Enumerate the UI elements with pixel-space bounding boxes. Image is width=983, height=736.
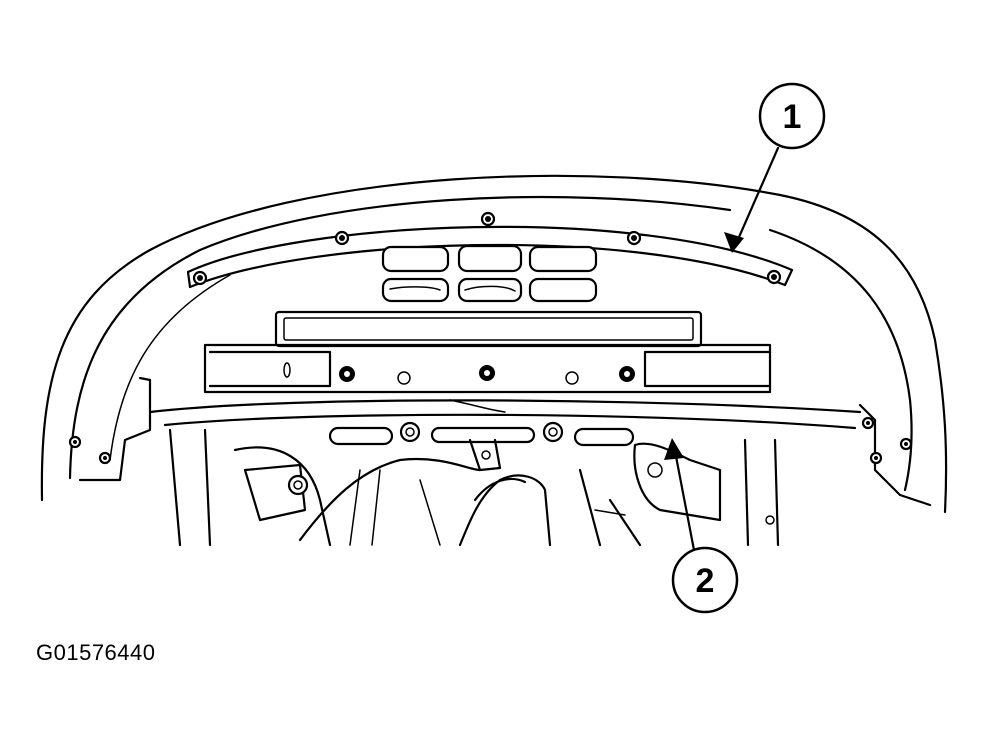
callout-2-label: 2 xyxy=(696,562,715,600)
lower-air-deflector xyxy=(148,399,862,430)
callout-2: 2 xyxy=(664,438,739,614)
callout-1: 1 xyxy=(724,82,826,253)
callout-1-label: 1 xyxy=(783,98,802,136)
figure-id: G01576440 xyxy=(36,640,156,665)
underbody-structure xyxy=(168,428,780,547)
bumper-cover-outline xyxy=(40,174,948,514)
grille-openings xyxy=(381,244,598,303)
side-brackets xyxy=(68,376,932,507)
upper-panel xyxy=(274,310,703,348)
reinforcement-bar xyxy=(203,343,772,394)
trim-fasteners xyxy=(192,211,782,286)
lower-slots xyxy=(328,421,635,447)
